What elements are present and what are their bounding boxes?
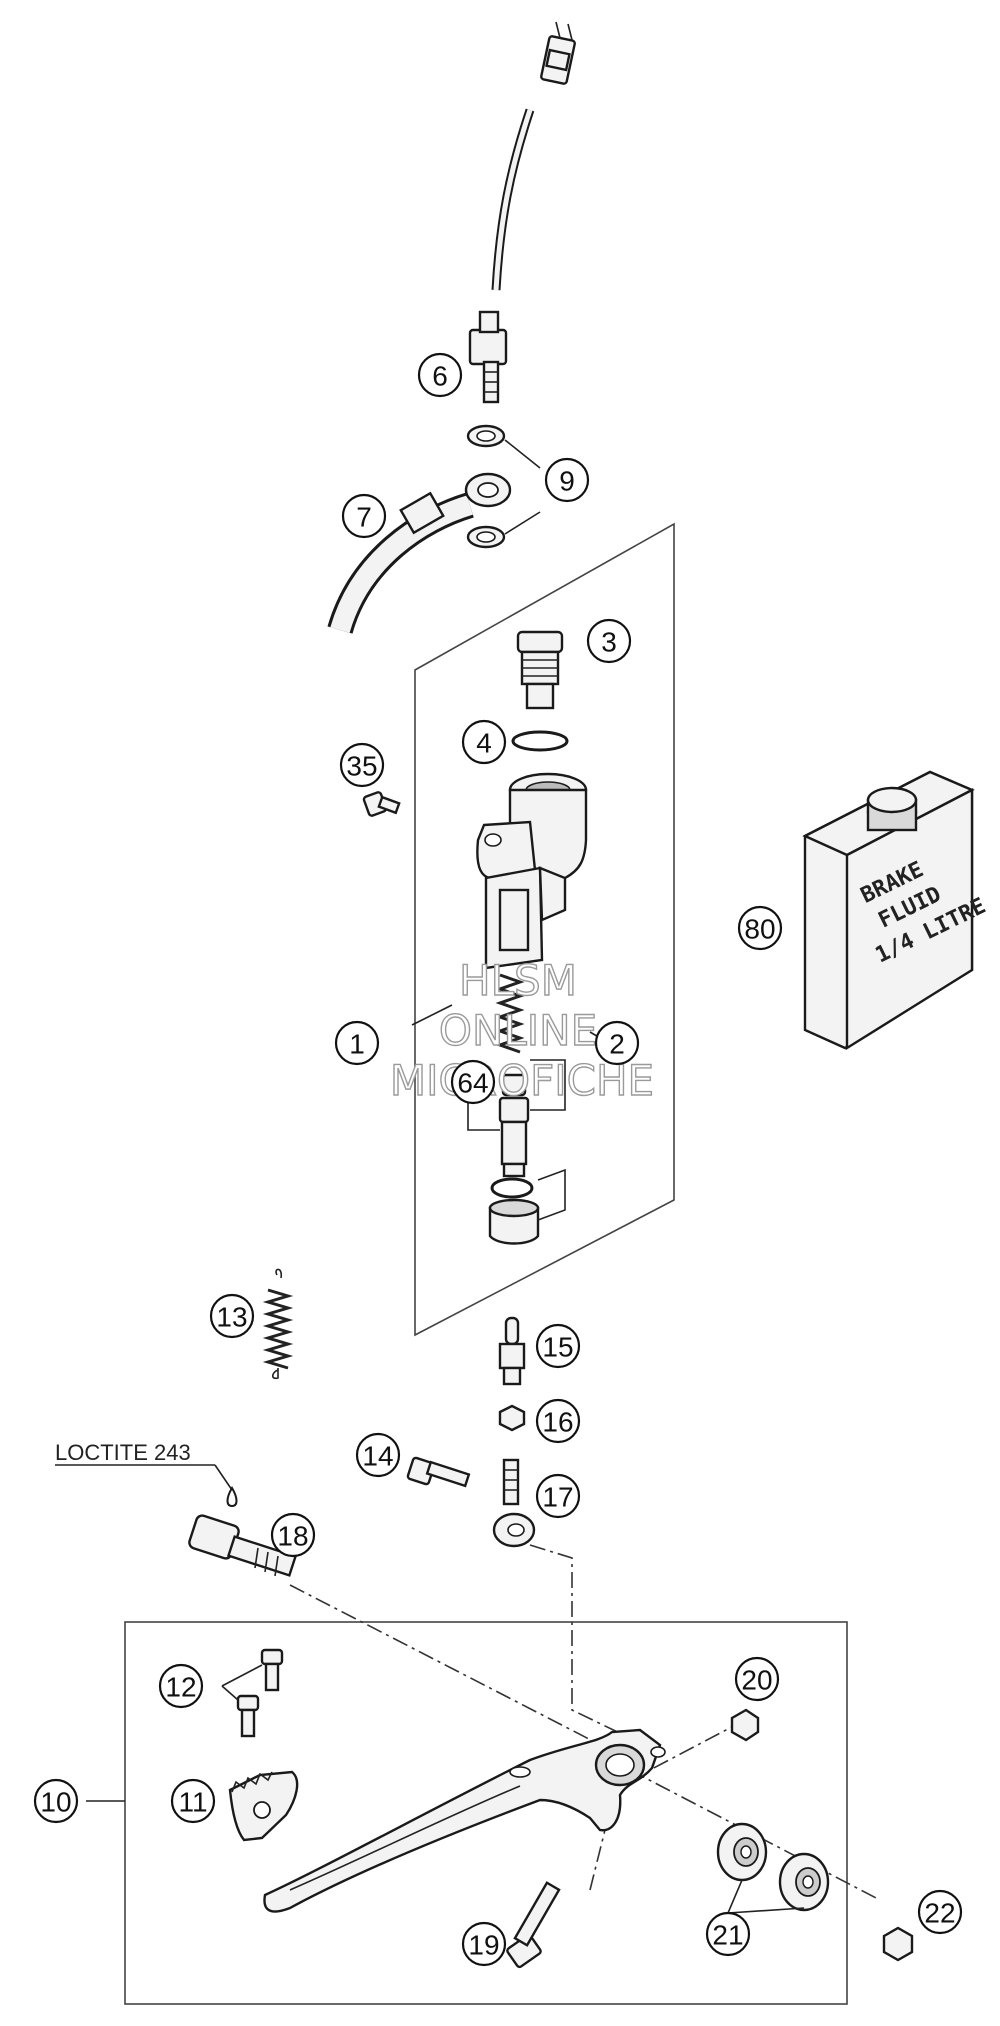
rod-end <box>492 1458 536 1548</box>
callout-20: 20 <box>734 1656 780 1702</box>
push-rod <box>498 1316 526 1386</box>
watermark-line1: HLSM <box>459 956 577 1005</box>
pedal-nut <box>730 1708 760 1742</box>
callout-15: 15 <box>535 1323 581 1369</box>
svg-text:4: 4 <box>476 728 492 759</box>
pivot-bolt <box>188 1514 298 1577</box>
callout-2: 2 <box>594 1020 640 1066</box>
brake-step-screws <box>236 1648 284 1738</box>
callout-10: 10 <box>33 1778 79 1824</box>
brake-hose <box>327 472 512 634</box>
mounting-screw <box>362 791 401 817</box>
svg-text:12: 12 <box>165 1672 196 1703</box>
callout-35: 35 <box>339 742 385 788</box>
callout-22: 22 <box>917 1889 963 1935</box>
o-ring <box>511 730 569 752</box>
sealing-washers <box>466 424 541 549</box>
loctite-drop-icon <box>226 1486 238 1508</box>
callout-11: 11 <box>170 1778 216 1824</box>
axle-nut <box>882 1926 914 1962</box>
svg-text:7: 7 <box>356 502 372 533</box>
svg-text:2: 2 <box>609 1029 625 1060</box>
callout-14: 14 <box>355 1432 401 1478</box>
callout-4: 4 <box>461 719 507 765</box>
brake-pedal-arm <box>263 1728 666 1913</box>
pedal-bearings <box>716 1822 830 1912</box>
callout-7: 7 <box>341 493 387 539</box>
svg-text:20: 20 <box>741 1665 772 1696</box>
alignment-line-bolt <box>289 1584 621 1756</box>
svg-text:10: 10 <box>40 1787 71 1818</box>
watermark-line2: ONLINE <box>439 1006 597 1055</box>
svg-text:14: 14 <box>362 1441 393 1472</box>
spring <box>495 973 525 1054</box>
callout-1: 1 <box>334 1020 380 1066</box>
callout-9: 9 <box>544 457 590 503</box>
svg-text:22: 22 <box>924 1898 955 1929</box>
svg-text:3: 3 <box>601 627 617 658</box>
svg-text:15: 15 <box>542 1332 573 1363</box>
callout-13: 13 <box>209 1293 255 1339</box>
svg-text:1: 1 <box>349 1029 365 1060</box>
brake-light-switch <box>468 21 576 404</box>
master-cylinder-body <box>476 772 588 970</box>
return-spring <box>262 1268 294 1380</box>
callout-18: 18 <box>270 1512 316 1558</box>
callout-80: 80 <box>737 905 783 951</box>
loctite-label: LOCTITE 243 <box>55 1440 191 1465</box>
svg-text:16: 16 <box>542 1407 573 1438</box>
svg-text:80: 80 <box>744 914 775 945</box>
reservoir-cap <box>516 630 564 710</box>
alignment-line-rod <box>529 1544 631 1739</box>
leader-lines <box>86 1004 805 1914</box>
svg-text:35: 35 <box>346 751 377 782</box>
brake-fluid-bottle: BRAKE FLUID 1/4 LITRE <box>802 770 990 1051</box>
callout-21: 21 <box>705 1911 751 1957</box>
watermark: HLSM ONLINE MICROFICHE <box>389 955 655 1105</box>
brake-pedal-group-frame <box>124 1621 848 2005</box>
adjuster-bolt <box>506 1881 561 1969</box>
master-cylinder-group-frame <box>414 522 675 1337</box>
callout-64: 64 <box>450 1059 496 1105</box>
svg-text:13: 13 <box>216 1302 247 1333</box>
clevis-bolt <box>406 1456 471 1488</box>
svg-text:64: 64 <box>457 1068 488 1099</box>
callout-16: 16 <box>535 1398 581 1444</box>
svg-text:11: 11 <box>178 1787 207 1818</box>
brake-pedal-step <box>228 1770 299 1842</box>
callout-12: 12 <box>158 1663 204 1709</box>
callout-19: 19 <box>461 1921 507 1967</box>
svg-text:19: 19 <box>468 1930 499 1961</box>
circlip <box>490 1177 534 1199</box>
lock-nut <box>498 1404 526 1432</box>
callout-17: 17 <box>535 1473 581 1519</box>
svg-text:9: 9 <box>559 466 575 497</box>
alignment-line-bearings <box>629 1769 881 1901</box>
svg-text:17: 17 <box>542 1482 573 1513</box>
callout-6: 6 <box>417 352 463 398</box>
alignment-line-nut <box>649 1719 746 1771</box>
loctite-leader <box>214 1464 233 1491</box>
svg-text:21: 21 <box>712 1920 743 1951</box>
svg-text:18: 18 <box>277 1521 308 1552</box>
svg-text:6: 6 <box>432 361 448 392</box>
callout-3: 3 <box>586 618 632 664</box>
